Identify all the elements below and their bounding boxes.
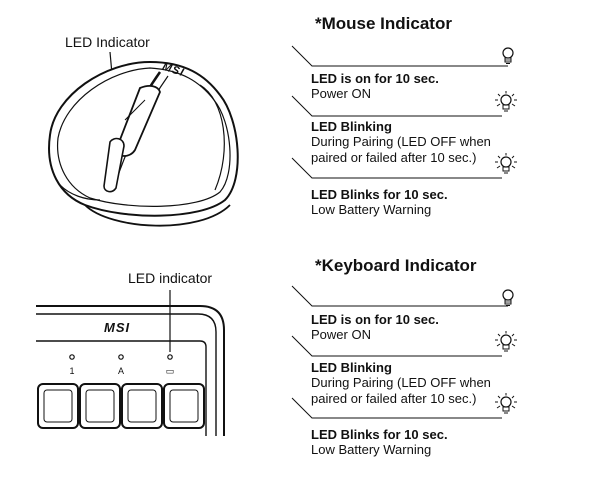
mouse-led-label: LED Indicator <box>65 34 150 50</box>
keyboard-frame-inner <box>36 340 207 436</box>
keyboard-entry-power-on: LED is on for 10 sec. Power ON <box>311 312 439 343</box>
mouse-base <box>84 204 231 227</box>
blinking-bulb-icon <box>495 153 517 174</box>
keyboard-frame-outer <box>36 305 225 436</box>
entry-title: LED Blinking <box>311 360 392 375</box>
battery-symbol: ▭ <box>165 366 175 376</box>
battery-led <box>167 354 173 360</box>
entry-title: LED Blinks for 10 sec. <box>311 187 448 202</box>
mouse-shell <box>48 60 239 217</box>
entry-description: paired or failed after 10 sec.) <box>311 391 477 406</box>
keyboard-keys <box>37 383 205 429</box>
keyboard-entry-pairing: LED Blinking During Pairing (LED OFF whe… <box>311 360 491 407</box>
mouse-side-grip <box>199 84 225 191</box>
entry-title: LED is on for 10 sec. <box>311 312 439 327</box>
mouse-entry-low-battery: LED Blinks for 10 sec. Low Battery Warni… <box>311 187 448 218</box>
keyboard-frame-middle <box>36 313 217 436</box>
blinking-bulb-icon <box>495 331 517 352</box>
blinking-bulb-icon <box>495 393 517 414</box>
entry-description: paired or failed after 10 sec.) <box>311 150 477 165</box>
entry-description: Power ON <box>311 86 371 101</box>
mouse-entry-pairing: LED Blinking During Pairing (LED OFF whe… <box>311 119 491 166</box>
entry-description: Low Battery Warning <box>311 442 432 457</box>
blinking-bulb-icon <box>495 91 517 112</box>
entry-description: Power ON <box>311 327 371 342</box>
keyboard-indicator-heading: *Keyboard Indicator <box>315 256 477 275</box>
caps-lock-led <box>118 354 124 360</box>
num-lock-symbol: 1 <box>69 366 75 376</box>
keyboard-brand-logo: MSI <box>104 320 131 335</box>
entry-title: LED Blinking <box>311 119 392 134</box>
caps-lock-symbol: A <box>117 366 124 376</box>
mouse-entry-power-on: LED is on for 10 sec. Power ON <box>311 71 439 102</box>
entry-title: LED Blinks for 10 sec. <box>311 427 448 442</box>
mouse-indicator-heading: *Mouse Indicator <box>315 14 452 33</box>
entry-description: During Pairing (LED OFF when <box>311 134 491 149</box>
mouse-led-slot <box>103 137 125 193</box>
bulb-icon <box>502 47 514 64</box>
keyboard-led-label: LED indicator <box>128 270 213 286</box>
entry-description: Low Battery Warning <box>311 202 432 217</box>
num-lock-led <box>69 354 75 360</box>
entry-description: During Pairing (LED OFF when <box>311 375 491 390</box>
bulb-icon <box>502 289 514 306</box>
entry-title: LED is on for 10 sec. <box>311 71 439 86</box>
keyboard-entry-low-battery: LED Blinks for 10 sec. Low Battery Warni… <box>311 427 448 458</box>
